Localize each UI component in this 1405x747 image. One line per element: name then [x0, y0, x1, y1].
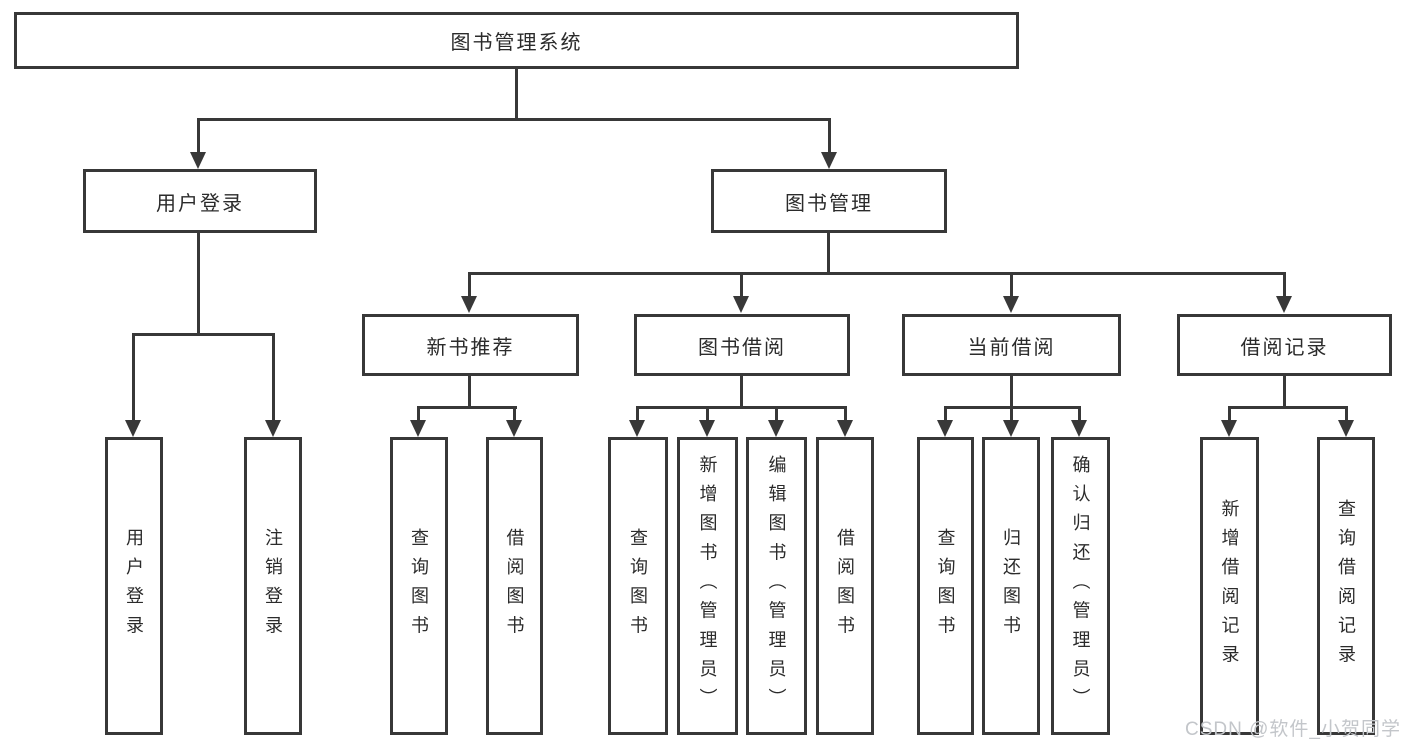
connector-line	[468, 272, 1286, 275]
leaf-edit-books-admin-label: 编辑图书（管理员）	[766, 454, 787, 718]
node-book-management-label: 图书管理	[785, 192, 873, 215]
arrow-head	[768, 420, 784, 437]
connector-line	[706, 406, 709, 424]
connector-line	[468, 272, 471, 300]
leaf-borrowing-query-books: 查询图书	[608, 437, 668, 735]
connector-line	[1010, 272, 1013, 300]
connector-line	[513, 406, 516, 424]
node-new-book-recommend: 新书推荐	[362, 314, 579, 376]
leaf-return-books-label: 归还图书	[1001, 527, 1021, 645]
node-user-login-label: 用户登录	[156, 192, 244, 215]
connector-line	[272, 333, 275, 423]
leaf-add-borrow-record-label: 新增借阅记录	[1219, 498, 1240, 674]
connector-line	[468, 376, 471, 409]
leaf-recommend-query-books-label: 查询图书	[409, 527, 429, 645]
leaf-add-borrow-record: 新增借阅记录	[1200, 437, 1259, 735]
connector-line	[740, 376, 743, 409]
connector-line	[132, 333, 135, 423]
arrow-head	[1071, 420, 1087, 437]
leaf-query-borrow-record: 查询借阅记录	[1317, 437, 1375, 735]
leaf-edit-books-admin: 编辑图书（管理员）	[746, 437, 807, 735]
connector-line	[1078, 406, 1081, 424]
leaf-return-books: 归还图书	[982, 437, 1040, 735]
arrow-head	[821, 152, 837, 169]
leaf-user-login: 用户登录	[105, 437, 163, 735]
connector-line	[197, 118, 200, 156]
arrow-head	[1338, 420, 1354, 437]
arrow-head	[733, 296, 749, 313]
connector-line	[740, 272, 743, 300]
leaf-borrow-books: 借阅图书	[816, 437, 874, 735]
leaf-current-query-books: 查询图书	[917, 437, 974, 735]
csdn-watermark: CSDN @软件_小贺同学	[1185, 719, 1401, 740]
leaf-recommend-borrow-books: 借阅图书	[486, 437, 543, 735]
connector-line	[844, 406, 847, 424]
connector-line	[515, 69, 518, 118]
leaf-query-borrow-record-label: 查询借阅记录	[1336, 498, 1356, 674]
node-book-borrowing: 图书借阅	[634, 314, 850, 376]
arrow-head	[837, 420, 853, 437]
connector-line	[1345, 406, 1348, 424]
connector-line	[827, 233, 830, 275]
leaf-user-login-label: 用户登录	[124, 527, 144, 645]
connector-line	[1010, 376, 1013, 409]
node-current-borrowing-label: 当前借阅	[967, 336, 1056, 359]
leaf-add-books-admin: 新增图书（管理员）	[677, 437, 738, 735]
connector-line	[636, 406, 639, 424]
connector-line	[1228, 406, 1348, 409]
arrow-head	[1003, 296, 1019, 313]
leaf-confirm-return-admin-label: 确认归还（管理员）	[1070, 454, 1091, 718]
node-borrowing-records-label: 借阅记录	[1240, 336, 1329, 359]
connector-line	[1283, 272, 1286, 300]
node-new-book-recommend-label: 新书推荐	[426, 336, 515, 359]
arrow-head	[125, 420, 141, 437]
node-library-system: 图书管理系统	[14, 12, 1019, 69]
leaf-borrow-books-label: 借阅图书	[835, 527, 855, 645]
connector-line	[775, 406, 778, 424]
connector-line	[417, 406, 420, 424]
connector-line	[1010, 406, 1013, 424]
connector-line	[132, 333, 275, 336]
leaf-logout-login-label: 注销登录	[263, 527, 283, 645]
node-current-borrowing: 当前借阅	[902, 314, 1121, 376]
arrow-head	[410, 420, 426, 437]
arrow-head	[1276, 296, 1292, 313]
arrow-head	[1003, 420, 1019, 437]
connector-line	[944, 406, 947, 424]
connector-line	[197, 233, 200, 336]
node-book-borrowing-label: 图书借阅	[698, 336, 786, 359]
connector-line	[828, 118, 831, 156]
arrow-head	[265, 420, 281, 437]
leaf-borrowing-query-books-label: 查询图书	[628, 527, 648, 645]
leaf-add-books-admin-label: 新增图书（管理员）	[697, 454, 718, 718]
node-library-system-label: 图书管理系统	[450, 32, 583, 54]
leaf-logout-login: 注销登录	[244, 437, 302, 735]
node-book-management: 图书管理	[711, 169, 947, 233]
leaf-recommend-borrow-books-label: 借阅图书	[504, 527, 525, 645]
connector-line	[197, 118, 831, 121]
arrow-head	[190, 152, 206, 169]
node-borrowing-records: 借阅记录	[1177, 314, 1392, 376]
connector-line	[417, 406, 517, 409]
arrow-head	[699, 420, 715, 437]
arrow-head	[629, 420, 645, 437]
leaf-recommend-query-books: 查询图书	[390, 437, 448, 735]
leaf-confirm-return-admin: 确认归还（管理员）	[1051, 437, 1110, 735]
arrow-head	[937, 420, 953, 437]
leaf-current-query-books-label: 查询图书	[935, 527, 956, 645]
connector-line	[1228, 406, 1231, 424]
arrow-head	[461, 296, 477, 313]
arrow-head	[506, 420, 522, 437]
arrow-head	[1221, 420, 1237, 437]
connector-line	[636, 406, 847, 409]
connector-line	[1283, 376, 1286, 409]
node-user-login: 用户登录	[83, 169, 317, 233]
